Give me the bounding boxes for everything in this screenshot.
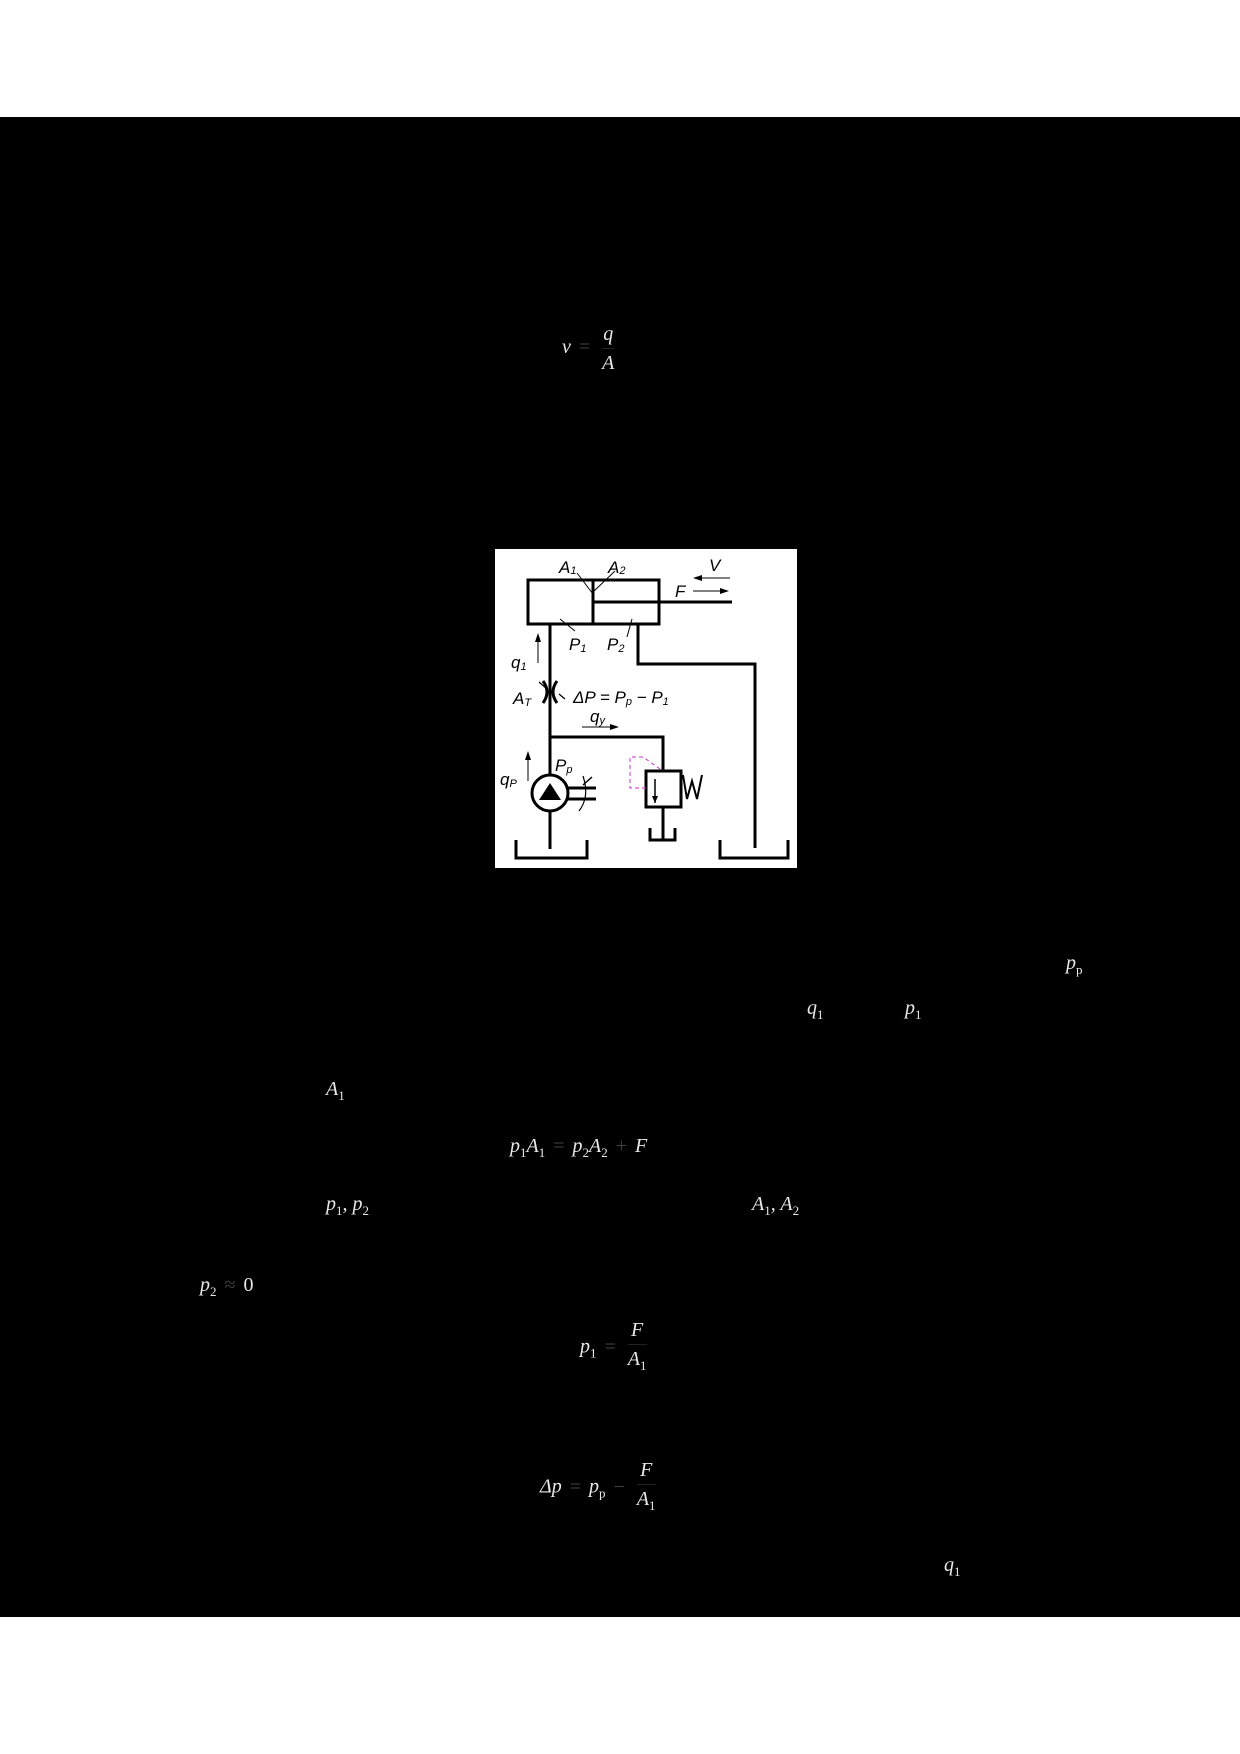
- label-q1: q1: [511, 653, 527, 673]
- label-Pp: Pp: [555, 756, 572, 776]
- force-balance-formula: p1A1=p2A2+F: [510, 1135, 648, 1160]
- inline-flow-q1-bottom: q1: [944, 1554, 961, 1579]
- label-A2: A2: [607, 558, 625, 577]
- spring-icon: [682, 774, 703, 800]
- label-P2: P2: [607, 635, 624, 655]
- pump-tank: [514, 840, 589, 860]
- label-P1: P1: [569, 635, 586, 655]
- inline-areas-A1-A2: A1, A2: [752, 1193, 800, 1218]
- inline-pump-pressure: pp: [1066, 952, 1083, 977]
- hydraulic-circuit-diagram: A1 A2 V F P1 P2 q1 AT ΔP = Pp − P1 qy qP…: [495, 549, 797, 868]
- relief-valve-body: [644, 769, 683, 809]
- inline-pressure-p1: p1: [905, 997, 922, 1022]
- inline-area-A1: A1: [326, 1078, 345, 1103]
- label-qy: qy: [590, 707, 606, 727]
- inline-pressures-p1-p2: p1, p2: [326, 1193, 369, 1218]
- label-A1: A1: [558, 558, 576, 577]
- pilot-line: [629, 756, 664, 789]
- label-qP: qP: [500, 770, 517, 790]
- label-F: F: [675, 582, 687, 601]
- label-AT: AT: [512, 689, 532, 709]
- throttle-left: [541, 680, 549, 704]
- label-V: V: [709, 556, 722, 575]
- relief-tank: [648, 828, 677, 842]
- inline-p2-zero: p2≈0: [200, 1274, 254, 1299]
- pump-triangle-icon: [539, 783, 561, 800]
- label-delta-p: ΔP = Pp − P1: [572, 688, 669, 708]
- return-tank: [718, 840, 790, 860]
- return-line: [636, 624, 757, 848]
- relief-branch: [550, 735, 665, 771]
- inline-flow-q1: q1: [807, 997, 824, 1022]
- throttle-right: [551, 680, 559, 704]
- circuit-lines: [514, 578, 790, 860]
